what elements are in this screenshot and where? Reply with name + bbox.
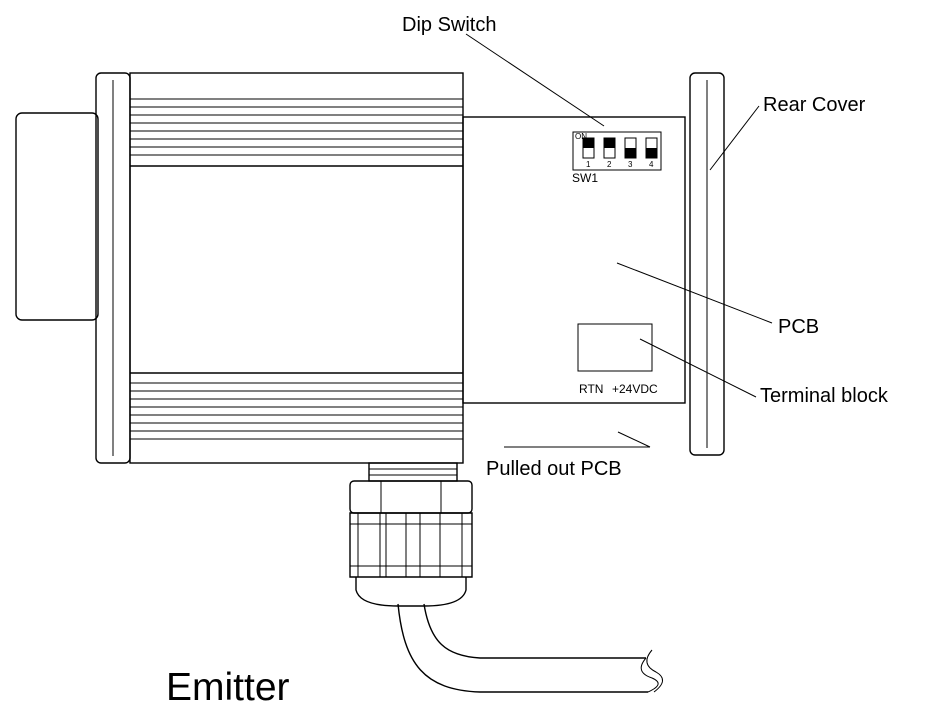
dip-switch-3: 3 xyxy=(624,137,637,169)
dip-on-text: ON xyxy=(575,132,587,141)
dip-switch-block: ON 1 2 3 4 SW1 xyxy=(572,131,662,185)
sw1-text: SW1 xyxy=(572,171,598,185)
dip-switch-label: Dip Switch xyxy=(402,14,496,36)
pulled-out-arrow-head xyxy=(617,431,651,448)
dip-switch-2: 2 xyxy=(603,137,616,169)
front-lens-housing xyxy=(15,112,99,321)
vdc-text: +24VDC xyxy=(612,382,658,396)
emitter-label: Emitter xyxy=(166,666,290,709)
dip-switch-leader xyxy=(465,33,605,127)
dip-number-3: 3 xyxy=(628,160,633,169)
pcb-leader xyxy=(616,262,773,324)
dip-switch-1: 1 xyxy=(582,137,595,169)
cable-gland xyxy=(349,462,473,607)
leader-lines xyxy=(465,33,773,448)
front-flange xyxy=(95,72,131,464)
terminal-block-label: Terminal block xyxy=(760,385,889,407)
rear-cover xyxy=(689,72,725,456)
dip-number-4: 4 xyxy=(649,160,654,169)
dip-switch-4: 4 xyxy=(645,137,658,169)
pcb-board xyxy=(462,116,686,404)
rear-cover-label: Rear Cover xyxy=(763,94,866,116)
rtn-text: RTN xyxy=(579,382,603,396)
pulled-out-pcb-label: Pulled out PCB xyxy=(486,458,622,480)
main-body xyxy=(129,72,464,464)
terminal-block: RTN +24VDC xyxy=(577,323,658,396)
dip-number-2: 2 xyxy=(607,160,612,169)
rear-cover-leader xyxy=(709,105,760,171)
terminal-block-leader xyxy=(639,338,757,398)
dip-number-1: 1 xyxy=(586,160,591,169)
pcb-label: PCB xyxy=(778,316,819,338)
cable xyxy=(397,603,663,693)
